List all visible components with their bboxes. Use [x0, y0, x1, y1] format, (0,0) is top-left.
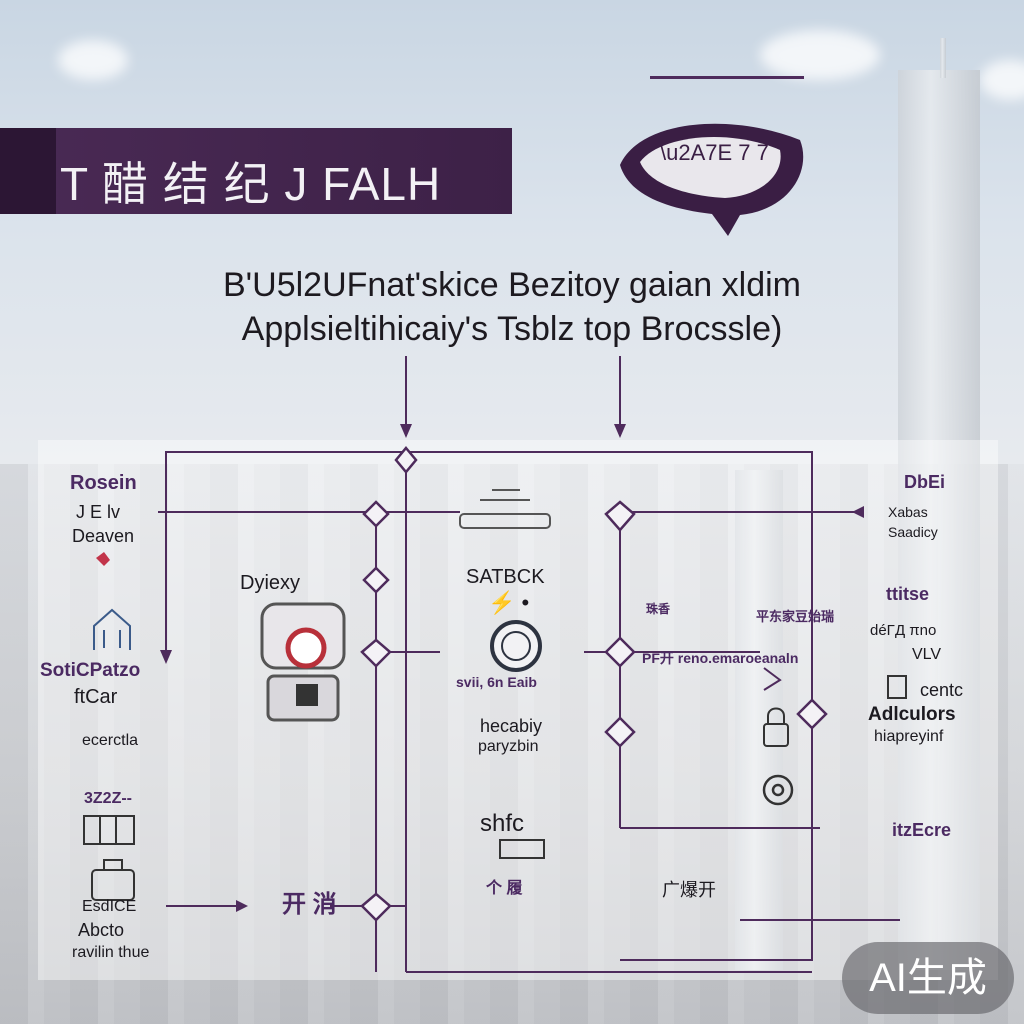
left-sub-1: J E lv — [76, 502, 121, 522]
title-accent — [0, 128, 56, 214]
diagram-panel — [38, 440, 998, 980]
center-right-label-2: PF开 reno.emaroeanaln — [642, 650, 799, 666]
right-mid-sub-3: centc — [920, 680, 964, 700]
diamond-node — [362, 500, 390, 528]
right-low-title: itzEcre — [892, 820, 952, 840]
page-title: T 醋 结 纪 J FALH — [60, 158, 442, 210]
diamond-node — [362, 566, 390, 594]
diamond-node — [360, 638, 392, 668]
diamond-node — [394, 446, 418, 474]
tower-antenna — [940, 38, 946, 78]
headline-line-2: Applsieltihicaiy's Tsblz top Brocssle) — [241, 310, 783, 348]
cloud — [760, 30, 880, 80]
arrowhead — [400, 424, 412, 438]
arrowhead — [160, 650, 172, 664]
center-right-label-1: 珠香 — [646, 602, 671, 616]
hook-icon — [763, 667, 782, 691]
center-right-low-label: 广爆开 — [662, 880, 716, 900]
center-right-label-3: 平东家豆始瑞 — [756, 609, 835, 624]
right-sub-2: Saadicy — [888, 524, 938, 540]
ai-generated-badge: AI生成 — [842, 942, 1014, 1014]
left-mid-sub: ftCar — [74, 686, 118, 708]
right-mid-sub-4: hiapreyinf — [874, 728, 944, 745]
center-sub: ⚡ • — [488, 590, 530, 615]
right-title: DbEi — [904, 472, 946, 492]
right-mid-title-2: Adlculors — [868, 704, 956, 725]
cloud — [980, 60, 1024, 100]
left-mid-title: SotiCPatzo — [40, 660, 141, 681]
gear-icon — [490, 620, 542, 672]
right-sub-1: Xabas — [888, 504, 928, 520]
arrowhead — [236, 900, 248, 912]
center-low-title: shfc — [480, 810, 525, 837]
cloud — [58, 40, 128, 80]
right-mid-title: ttitse — [886, 584, 930, 604]
left-mid-sub-2: ecerctla — [82, 732, 139, 749]
center-low-sub: 个 履 — [486, 880, 523, 897]
left-sub-2: Deaven — [72, 526, 135, 546]
left-bottom-2: Abcto — [78, 920, 125, 940]
title-band: T 醋 结 纪 J FALH — [0, 128, 512, 214]
left-bottom-3: ravilin thue — [72, 944, 150, 961]
center-note-2: paryzbin — [478, 738, 539, 755]
left-bottom-1: EsdICE — [82, 898, 137, 915]
left-low-title: 3Z2Z-- — [84, 790, 132, 807]
at-icon — [762, 774, 794, 806]
bridge-icon — [459, 489, 551, 529]
grid-icon — [83, 815, 135, 845]
center-left-bottom-text: 开 消 — [282, 891, 337, 918]
center-left-title: Dyiexy — [240, 572, 301, 594]
city-skyline-background — [0, 464, 1024, 1024]
arrowhead — [852, 506, 864, 518]
headline-line-1: B'U5l2UFnat'skice Bezitoy gaian xldim — [223, 266, 801, 304]
diamond-node — [604, 716, 636, 748]
center-title: SATBCK — [466, 566, 545, 588]
right-mid-sub-2: VLV — [912, 646, 942, 663]
sigma-icon — [499, 839, 545, 859]
diamond-node — [604, 500, 636, 532]
logo-rule — [650, 76, 804, 79]
lock-icon — [763, 707, 789, 747]
frame-line — [165, 451, 813, 961]
skyscraper-mid — [735, 470, 783, 970]
diamond-node — [796, 698, 828, 730]
diamond-node — [604, 636, 636, 668]
building-icon — [93, 608, 131, 650]
right-mid-sub-1: déΓД πno — [870, 622, 937, 639]
skyscraper-tower — [898, 70, 980, 970]
heart-icon — [96, 552, 110, 566]
center-caption: svii, 6n Eaib — [456, 674, 537, 690]
arrowhead — [614, 424, 626, 438]
document-icon — [887, 675, 907, 699]
bag-icon — [91, 859, 135, 901]
gauge-icon — [260, 602, 346, 722]
left-title: Rosein — [70, 472, 137, 494]
center-note-1: hecabiy — [480, 716, 543, 736]
diamond-node — [360, 892, 392, 922]
